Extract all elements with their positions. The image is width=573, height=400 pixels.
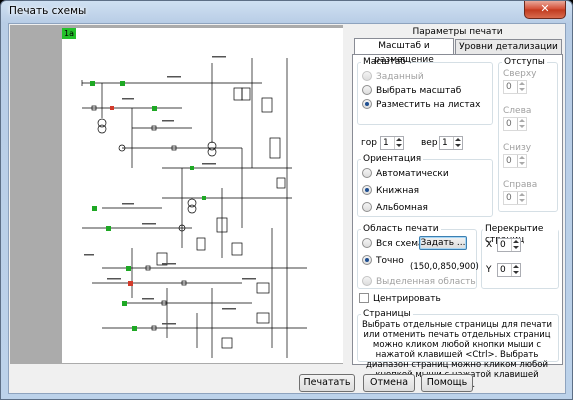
center-checkbox-label: Центрировать: [373, 294, 441, 304]
radio-area-selection-label: Выделенная область: [376, 277, 476, 287]
radio-orientation-landscape-label: Альбомная: [376, 203, 428, 213]
margins-group: Отступы Сверху 0 Слева 0 Снизу 0 Справа: [498, 57, 558, 212]
margin-top-value: 0: [506, 82, 512, 92]
margin-bottom-value: 0: [506, 156, 512, 166]
page-number-tag: 1a: [62, 28, 76, 39]
spinner-arrows-icon[interactable]: [517, 192, 526, 204]
radio-area-selection[interactable]: Выделенная область: [362, 276, 476, 288]
radio-orientation-auto-label: Автоматически: [376, 169, 449, 179]
schematic-drawing: [81, 56, 307, 358]
radio-orientation-portrait[interactable]: Книжная: [362, 185, 419, 197]
close-icon: ✕: [540, 2, 550, 15]
radio-button[interactable]: [362, 71, 372, 81]
radio-scale-given-label: Заданный: [376, 72, 424, 82]
horizontal-pages-spinner[interactable]: 1: [380, 136, 404, 150]
horizontal-pages-label: гор: [361, 138, 377, 148]
margin-left-value: 0: [506, 119, 512, 129]
radio-area-whole[interactable]: Вся схема: [362, 238, 424, 250]
margin-top-label: Сверху: [503, 69, 537, 79]
area-coordinates: (150,0,850,900): [410, 262, 479, 272]
overlap-y-spinner[interactable]: 0: [497, 263, 521, 277]
spinner-arrows-icon[interactable]: [394, 137, 403, 149]
orientation-group-title: Ориентация: [361, 154, 424, 165]
margin-right-value: 0: [506, 193, 512, 203]
overlap-x-value: 0: [500, 240, 506, 250]
radio-button[interactable]: [362, 238, 372, 248]
print-preview-area[interactable]: 1a: [10, 25, 343, 364]
vertical-pages-value: 1: [442, 138, 448, 148]
tab-scale-placement-label: Масштаб и размещение: [374, 41, 434, 65]
radio-scale-fit-pages-label: Разместить на листах: [376, 100, 481, 110]
pages-group-title: Страницы: [361, 309, 413, 320]
radio-button[interactable]: [362, 276, 372, 286]
margins-group-title: Отступы: [502, 57, 547, 68]
preview-next-page[interactable]: [307, 28, 343, 363]
overlap-x-spinner[interactable]: 0: [497, 238, 521, 252]
spinner-arrows-icon[interactable]: [517, 118, 526, 130]
spinner-arrows-icon[interactable]: [511, 264, 520, 276]
pages-group: Страницы Выбрать отдельные страницы для …: [357, 309, 559, 390]
print-area-group-title: Область печати: [361, 224, 441, 235]
radio-button[interactable]: [362, 168, 372, 178]
spinner-arrows-icon[interactable]: [517, 81, 526, 93]
radio-scale-given[interactable]: Заданный: [362, 71, 424, 83]
horizontal-pages-value: 1: [383, 138, 389, 148]
overlap-y-label: Y: [486, 265, 492, 275]
scale-group-title: Масштаб: [361, 57, 408, 68]
tab-scale-placement[interactable]: Масштаб и размещение: [354, 38, 454, 65]
center-checkbox-row[interactable]: Центрировать: [359, 293, 441, 305]
margin-top-spinner[interactable]: 0: [503, 80, 527, 94]
radio-area-exact-label: Точно: [376, 256, 404, 266]
overlap-y-value: 0: [500, 265, 506, 275]
cancel-button[interactable]: Отмена: [363, 374, 415, 392]
radio-scale-choose[interactable]: Выбрать масштаб: [362, 85, 461, 97]
tab-detail-levels[interactable]: Уровни детализации: [455, 39, 562, 54]
radio-button[interactable]: [362, 99, 372, 109]
radio-button[interactable]: [362, 202, 372, 212]
center-checkbox[interactable]: [359, 293, 369, 303]
page-overlap-group: Перекрытие страниц X 0 Y 0: [481, 224, 559, 289]
margin-bottom-spinner[interactable]: 0: [503, 154, 527, 168]
help-button[interactable]: Помощь: [421, 374, 473, 392]
print-area-group: Область печати Вся схема Точно (150,0,85…: [357, 224, 479, 289]
margin-bottom-label: Снизу: [503, 143, 532, 153]
orientation-group: Ориентация Автоматически Книжная Альбомн…: [357, 154, 493, 217]
radio-button[interactable]: [362, 255, 372, 265]
radio-area-whole-label: Вся схема: [376, 239, 424, 249]
tab-panel-scale-placement: Масштаб Заданный Выбрать масштаб Размест…: [352, 54, 563, 390]
spinner-arrows-icon[interactable]: [511, 239, 520, 251]
radio-orientation-auto[interactable]: Автоматически: [362, 168, 449, 180]
set-area-button[interactable]: Задать ...: [419, 236, 467, 250]
print-params-header: Параметры печати: [412, 27, 503, 37]
spinner-arrows-icon[interactable]: [517, 155, 526, 167]
tab-detail-levels-label: Уровни детализации: [459, 42, 558, 52]
radio-scale-choose-label: Выбрать масштаб: [376, 86, 462, 96]
radio-area-exact[interactable]: Точно: [362, 255, 404, 267]
margin-right-spinner[interactable]: 0: [503, 191, 527, 205]
radio-orientation-landscape[interactable]: Альбомная: [362, 202, 428, 214]
radio-scale-fit-pages[interactable]: Разместить на листах: [362, 99, 480, 111]
print-button[interactable]: Печатать: [299, 374, 355, 392]
radio-button[interactable]: [362, 85, 372, 95]
margin-left-label: Слева: [503, 106, 532, 116]
title-bar[interactable]: Печать схемы ✕: [1, 1, 572, 23]
scale-group: Масштаб Заданный Выбрать масштаб Размест…: [357, 57, 493, 125]
vertical-pages-spinner[interactable]: 1: [439, 136, 463, 150]
margin-right-label: Справа: [503, 180, 538, 190]
radio-button[interactable]: [362, 185, 372, 195]
preview-page[interactable]: 1a: [62, 28, 307, 363]
radio-orientation-portrait-label: Книжная: [376, 186, 420, 196]
window-title: Печать схемы: [9, 5, 87, 17]
close-button[interactable]: ✕: [524, 1, 566, 19]
vertical-pages-label: вер: [421, 138, 438, 148]
spinner-arrows-icon[interactable]: [453, 137, 462, 149]
overlap-x-label: X: [486, 240, 493, 250]
margin-left-spinner[interactable]: 0: [503, 117, 527, 131]
dialog-client-area: 1a Параметры печати Масштаб и размещение…: [8, 23, 566, 394]
